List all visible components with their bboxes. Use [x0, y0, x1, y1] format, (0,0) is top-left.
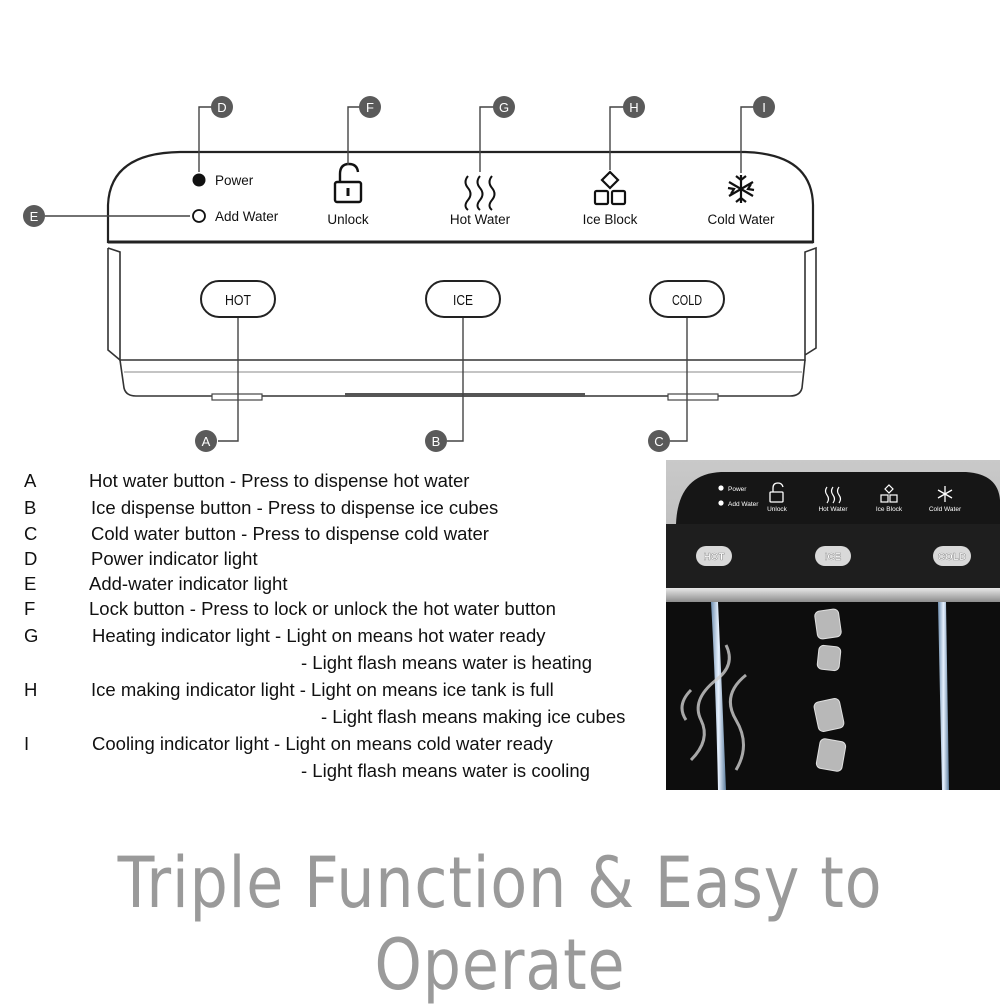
steam-icon — [464, 175, 496, 211]
svg-text:I: I — [762, 100, 766, 115]
svg-text:E: E — [30, 209, 39, 224]
legend-key-g: G — [24, 625, 39, 646]
legend-text-a: Hot water button - Press to dispense hot… — [89, 470, 470, 491]
callout-h: H — [623, 96, 645, 118]
svg-text:COLD: COLD — [938, 552, 966, 563]
photo-ice-block-label: Ice Block — [876, 506, 903, 513]
legend: A Hot water button - Press to dispense h… — [24, 470, 626, 781]
photo-ice-block-icon — [880, 484, 898, 503]
legend-key-c: C — [24, 523, 38, 544]
svg-text:B: B — [432, 434, 441, 449]
legend-text-c: Cold water button - Press to dispense co… — [91, 523, 489, 544]
photo-hot-water-label: Hot Water — [818, 506, 848, 513]
tagline: Triple Function & Easy to Operate — [117, 842, 883, 1006]
photo-cold-button: COLD — [933, 546, 971, 566]
ice-button[interactable]: ICE — [425, 280, 501, 318]
power-indicator-light — [192, 173, 206, 187]
cold-water-label: Cold Water — [707, 212, 775, 227]
photo-hot-button: HOT — [696, 546, 732, 566]
ice-button-label: ICE — [453, 292, 473, 309]
hot-button-label: HOT — [225, 292, 251, 309]
add-water-label: Add Water — [215, 209, 279, 224]
legend-key-f: F — [24, 598, 36, 619]
ice-cubes — [813, 608, 847, 772]
photo-snowflake-icon — [937, 486, 953, 502]
hot-water-stream — [711, 602, 726, 790]
photo-steam-icon — [824, 486, 842, 504]
legend-key-e: E — [24, 573, 37, 594]
svg-text:G: G — [499, 100, 509, 115]
photo-ice-button: ICE — [815, 546, 851, 566]
legend-key-i: I — [24, 733, 30, 754]
legend-text-i-2: - Light flash means water is cooling — [301, 760, 590, 781]
callout-a: A — [195, 430, 217, 452]
photo-unlock-icon — [769, 482, 784, 503]
control-panel-diagram: Power Add Water Unlock Hot Water Ice Blo… — [23, 96, 817, 452]
svg-text:A: A — [202, 434, 211, 449]
snowflake-icon — [727, 175, 755, 203]
svg-text:ICE: ICE — [825, 552, 842, 563]
legend-text-h: Ice making indicator light - Light on me… — [91, 679, 554, 700]
panel-outline — [106, 150, 815, 244]
legend-text-g-2: - Light flash means water is heating — [301, 652, 593, 673]
unlock-icon[interactable] — [333, 162, 363, 204]
legend-key-a: A — [24, 470, 37, 491]
callout-d: D — [211, 96, 233, 118]
legend-text-b: Ice dispense button - Press to dispense … — [91, 497, 499, 518]
callout-i: I — [753, 96, 775, 118]
svg-text:HOT: HOT — [703, 552, 724, 563]
unlock-label: Unlock — [327, 212, 369, 227]
svg-text:C: C — [654, 434, 663, 449]
power-label: Power — [215, 173, 254, 188]
legend-key-h: H — [24, 679, 38, 700]
photo-add-water-label: Add Water — [728, 501, 759, 508]
svg-text:H: H — [629, 100, 638, 115]
legend-text-e: Add-water indicator light — [89, 573, 288, 594]
legend-key-b: B — [24, 497, 37, 518]
legend-text-h-2: - Light flash means making ice cubes — [321, 706, 626, 727]
cold-water-stream — [938, 602, 949, 790]
legend-text-d: Power indicator light — [91, 548, 258, 569]
product-photo: Power Add Water Unlock Hot Water Ice Blo… — [666, 460, 1000, 790]
svg-text:F: F — [366, 100, 374, 115]
callout-e: E — [23, 205, 45, 227]
legend-key-d: D — [24, 548, 38, 569]
cold-button-label: COLD — [672, 292, 702, 309]
callout-f: F — [359, 96, 381, 118]
steam-wisps — [680, 644, 747, 771]
legend-text-i: Cooling indicator light - Light on means… — [92, 733, 553, 754]
cold-button[interactable]: COLD — [649, 280, 725, 318]
front-body-outline — [107, 246, 817, 361]
hot-button[interactable]: HOT — [200, 280, 276, 318]
legend-text-g: Heating indicator light - Light on means… — [92, 625, 546, 646]
hot-water-label: Hot Water — [450, 212, 511, 227]
ice-block-icon — [593, 170, 627, 206]
photo-power-label: Power — [728, 486, 747, 493]
callout-g: G — [493, 96, 515, 118]
svg-text:D: D — [217, 100, 226, 115]
photo-unlock-label: Unlock — [767, 506, 788, 513]
add-water-indicator-light — [192, 209, 206, 223]
ice-block-label: Ice Block — [583, 212, 638, 227]
leader-lines — [45, 106, 754, 442]
callout-c: C — [648, 430, 670, 452]
legend-text-f: Lock button - Press to lock or unlock th… — [89, 598, 556, 619]
callout-b: B — [425, 430, 447, 452]
photo-cold-water-label: Cold Water — [929, 506, 962, 513]
